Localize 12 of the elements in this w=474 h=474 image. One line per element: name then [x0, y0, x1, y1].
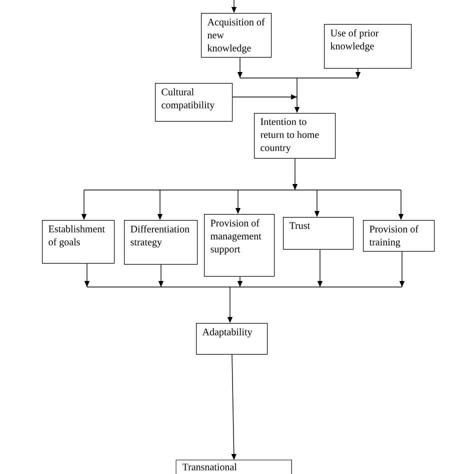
concept-box: Transnational	[176, 460, 292, 474]
concept-box: Provision of management support	[204, 214, 275, 277]
concept-box: Cultural compatibility	[155, 83, 233, 122]
concept-box: Adaptability	[196, 323, 268, 355]
concept-box: Acquisition of new knowledge	[201, 13, 272, 58]
concept-box: Intention to return to home country	[254, 113, 336, 159]
connector-line	[86, 286, 402, 288]
concept-box: Provision of training	[363, 220, 435, 252]
concept-box: Establishment of goals	[42, 220, 115, 264]
concept-box: Differentiation strategy	[124, 220, 198, 265]
concept-box: Trust	[283, 217, 354, 250]
concept-box: Use of prior knowledge	[324, 24, 412, 69]
